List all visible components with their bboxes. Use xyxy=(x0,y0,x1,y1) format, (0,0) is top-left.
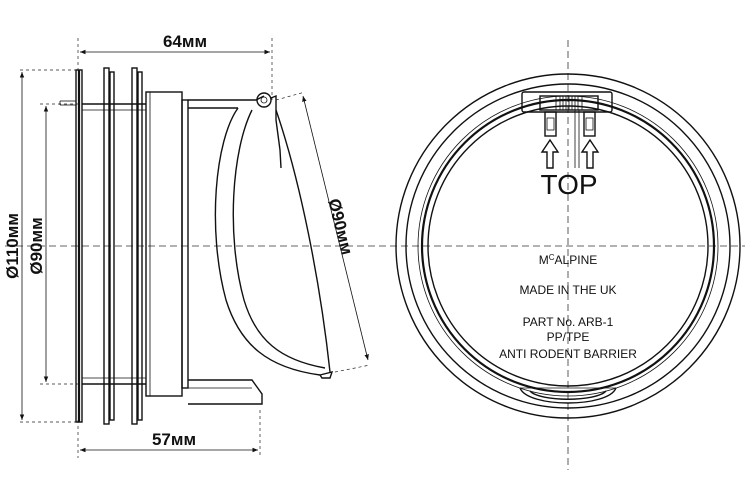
material-text: PP/TPE xyxy=(547,330,590,344)
hinge-block xyxy=(521,91,613,168)
body-tube xyxy=(59,91,189,397)
dim-label-64: 64мм xyxy=(163,32,207,51)
dim-label-90: Ø90мм xyxy=(27,217,46,274)
product-name-text: ANTI RODENT BARRIER xyxy=(499,347,637,361)
top-arrows xyxy=(540,138,600,169)
part-number-text: PART No. ARB-1 xyxy=(523,315,614,329)
arrow-up-left-icon xyxy=(540,138,560,169)
dim-label-110: Ø110мм xyxy=(3,213,22,279)
hinge-pin xyxy=(256,92,272,108)
flap-assembly xyxy=(188,92,334,405)
outer-rim xyxy=(395,73,741,419)
front-view: TOP MCALPINE MADE IN THE UK PART No. ARB… xyxy=(395,73,741,419)
origin-text: MADE IN THE UK xyxy=(519,283,616,297)
arrow-up-right-icon xyxy=(580,138,600,169)
side-view: 64мм 57мм Ø110мм Ø90мм xyxy=(3,32,371,458)
dim-line-flap xyxy=(302,95,369,361)
flap-edge xyxy=(420,98,716,394)
dim-label-57: 57мм xyxy=(152,430,196,449)
rim-ring-2 xyxy=(405,83,731,409)
flap-inner xyxy=(427,105,709,387)
top-label: TOP xyxy=(540,169,597,200)
flange-ribs xyxy=(75,67,143,425)
bottom-notch xyxy=(519,387,617,404)
brand-name: MCALPINE xyxy=(539,253,597,267)
dim-label-flap: Ø90мм xyxy=(324,197,356,257)
